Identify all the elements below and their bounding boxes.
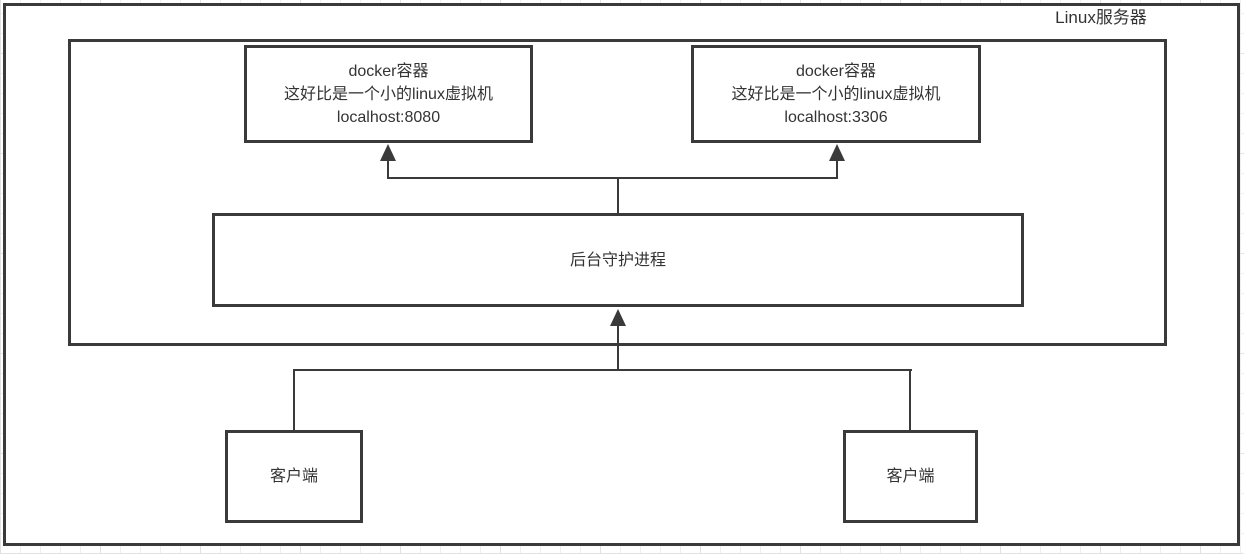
connector-to-daemon-line: [617, 324, 619, 371]
docker-container-1-address: localhost:8080: [336, 108, 441, 126]
docker-container-2-node: docker容器 这好比是一个小的linux虚拟机 localhost:3306: [691, 45, 981, 143]
connector-to-container-2-line: [836, 159, 838, 179]
client-2-node: 客户端: [843, 430, 978, 523]
connector-to-container-1-line: [387, 159, 389, 179]
docker-container-2-title: docker容器: [795, 62, 877, 80]
daemon-process-node: 后台守护进程: [212, 213, 1024, 307]
arrowhead-to-daemon-icon: [610, 309, 626, 326]
docker-container-2-desc: 这好比是一个小的linux虚拟机: [731, 85, 941, 103]
daemon-process-label: 后台守护进程: [569, 251, 666, 269]
connector-daemon-to-containers-horizontal: [387, 177, 838, 179]
docker-container-1-title: docker容器: [348, 62, 429, 80]
connector-clients-to-daemon-horizontal: [293, 369, 912, 371]
arrowhead-to-container-1-icon: [380, 144, 396, 161]
docker-container-2-address: localhost:3306: [784, 108, 888, 126]
client-1-node: 客户端: [225, 430, 363, 523]
connector-daemon-top-stub: [617, 178, 619, 214]
linux-server-label: Linux服务器: [1055, 8, 1147, 27]
connector-client-1-line: [293, 369, 295, 431]
docker-container-1-desc: 这好比是一个小的linux虚拟机: [284, 85, 493, 103]
docker-container-1-node: docker容器 这好比是一个小的linux虚拟机 localhost:8080: [244, 45, 533, 143]
arrowhead-to-container-2-icon: [829, 144, 845, 161]
client-1-label: 客户端: [269, 468, 318, 485]
connector-client-2-line: [909, 369, 911, 431]
client-2-label: 客户端: [886, 468, 935, 485]
